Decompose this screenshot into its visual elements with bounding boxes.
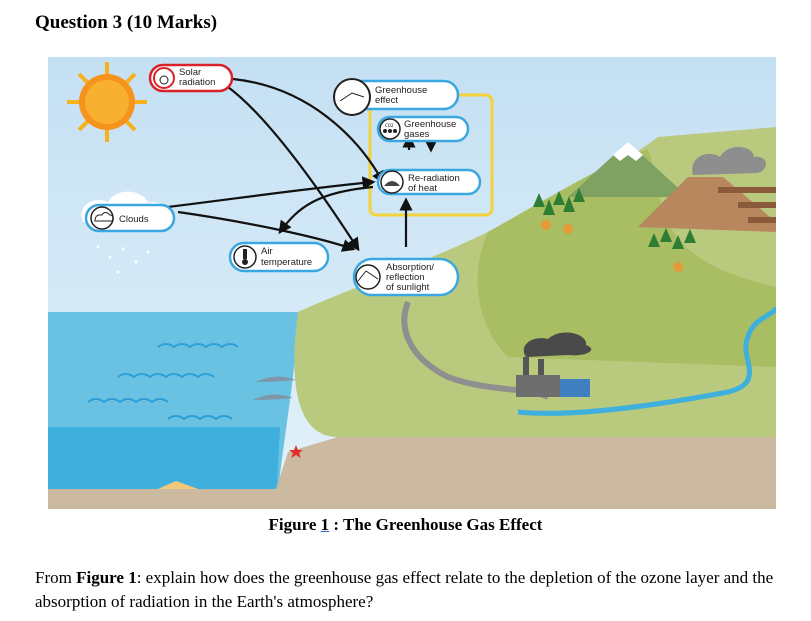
clouds-text: Clouds bbox=[119, 214, 149, 225]
figure-caption: Figure 1 : The Greenhouse Gas Effect bbox=[0, 515, 811, 535]
absorption-line3: of sunlight bbox=[386, 282, 430, 293]
question-part1: From bbox=[35, 568, 77, 587]
reradiation-label: Re-radiation of heat bbox=[376, 168, 482, 196]
gases-line2: gases bbox=[404, 129, 430, 140]
snowy-mountain bbox=[568, 142, 688, 197]
question-heading: Question 3 (10 Marks) bbox=[35, 12, 218, 33]
river bbox=[517, 306, 776, 416]
forest bbox=[533, 188, 696, 249]
gases-line1: Greenhouse bbox=[404, 119, 456, 130]
absorption-line2: reflection bbox=[386, 272, 425, 283]
figure-number-link[interactable]: 1 bbox=[320, 515, 330, 534]
question-figure-ref: Figure 1 bbox=[76, 568, 137, 587]
air-line1: Air bbox=[261, 246, 273, 257]
greenhouse-line2: effect bbox=[375, 95, 398, 106]
absorption-label: Absorption/ reflection of sunlight bbox=[352, 257, 460, 297]
seabed bbox=[48, 437, 776, 509]
clouds-label: Clouds bbox=[84, 203, 176, 233]
star bbox=[289, 445, 303, 458]
question-text: From Figure 1: explain how does the gree… bbox=[35, 566, 795, 614]
caption-prefix: Figure bbox=[268, 515, 321, 534]
greenhouse-line1: Greenhouse bbox=[375, 85, 427, 96]
dolphins bbox=[253, 376, 296, 400]
absorption-line1: Absorption/ bbox=[386, 262, 434, 273]
volcano bbox=[638, 177, 776, 232]
solar-radiation-label: Solar radiation bbox=[148, 63, 234, 93]
solar-line1: Solar bbox=[179, 67, 201, 78]
air-line2: temperature bbox=[261, 257, 312, 268]
greenhouse-gases-label: CO2 Greenhouse gases bbox=[376, 115, 470, 143]
co2-text: CO2 bbox=[385, 123, 394, 128]
question-part2: : explain how does the greenhouse gas ef… bbox=[35, 568, 774, 611]
waves bbox=[87, 343, 239, 421]
caption-suffix: : The Greenhouse Gas Effect bbox=[329, 515, 543, 534]
reradiation-line2: of heat bbox=[408, 183, 437, 194]
factory bbox=[516, 332, 592, 397]
sun bbox=[67, 62, 147, 142]
greenhouse-diagram: Solar radiation Greenhouse effect CO2 Gr… bbox=[48, 57, 776, 509]
solar-line2: radiation bbox=[179, 77, 215, 88]
air-temperature-label: Air temperature bbox=[228, 241, 330, 273]
reradiation-line1: Re-radiation bbox=[408, 173, 460, 184]
greenhouse-effect-label: Greenhouse effect bbox=[333, 78, 460, 116]
